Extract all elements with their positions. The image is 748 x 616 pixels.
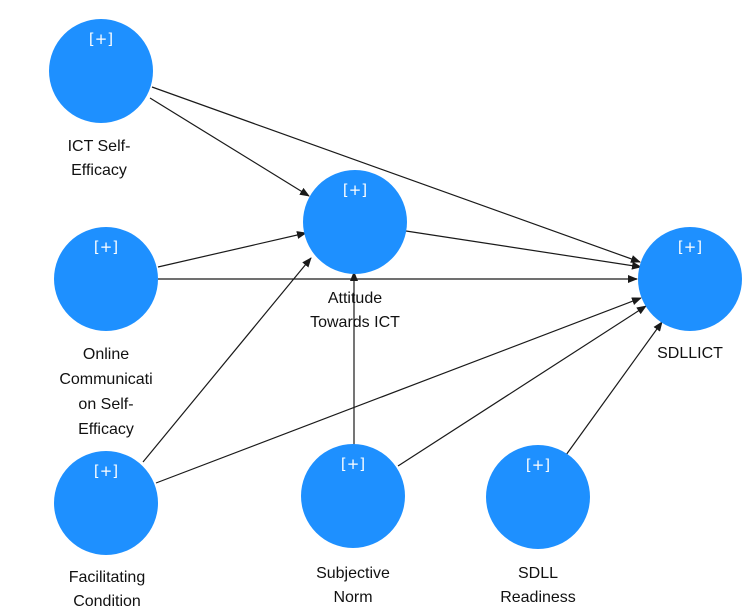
node-label: SDLL Readiness [500,565,576,606]
node-circle[interactable] [638,227,742,331]
node-label-line: Condition [73,593,141,610]
node-label-line: Subjective [316,565,390,582]
node-label-line: Norm [333,589,372,606]
node-circle[interactable] [49,19,153,123]
edge-attitude-towards-ict-to-sdllict [405,230,642,270]
expand-marker[interactable]: [+] [341,455,365,473]
node-label: ICT Self- Efficacy [68,138,131,179]
node-label-line: Efficacy [78,421,134,438]
node-label-line: Readiness [500,589,576,606]
node-label-line: SDLL [518,565,558,582]
node-label-line: Towards ICT [310,314,400,331]
edge-online-communication-self-efficacy-to-attitude-towards-ict [157,231,307,268]
expand-marker[interactable]: [+] [343,181,367,199]
node-ict-self-efficacy[interactable]: [+] ICT Self- Efficacy [49,19,153,179]
node-circle[interactable] [303,170,407,274]
expand-marker[interactable]: [+] [678,238,702,256]
node-label-line: Attitude [328,290,382,307]
node-label-line: SDLLICT [657,345,723,362]
node-label-line: Online [83,346,129,363]
node-label-line: Facilitating [69,569,145,586]
expand-marker[interactable]: [+] [94,238,118,256]
edge-facilitating-condition-to-sdllict [155,297,642,484]
expand-marker[interactable]: [+] [89,30,113,48]
node-label-line: Communicati [59,371,152,388]
edge-ict-self-efficacy-to-sdllict [151,86,641,263]
node-circle[interactable] [54,227,158,331]
node-circle[interactable] [54,451,158,555]
node-circle[interactable] [486,445,590,549]
node-sdllict[interactable]: [+] SDLLICT [638,227,742,362]
expand-marker[interactable]: [+] [526,456,550,474]
edge-sdll-readiness-to-sdllict [565,321,663,456]
node-label-line: on Self- [78,396,133,413]
node-label-line: Efficacy [71,162,127,179]
node-label-line: ICT Self- [68,138,131,155]
node-sdll-readiness[interactable]: [+] SDLL Readiness [486,445,590,606]
node-label: SDLLICT [657,345,723,362]
edges [142,86,663,484]
edge-facilitating-condition-to-attitude-towards-ict [142,257,312,463]
edge-subjective-norm-to-sdllict [397,305,647,467]
expand-marker[interactable]: [+] [94,462,118,480]
node-circle[interactable] [301,444,405,548]
edge-ict-self-efficacy-to-attitude-towards-ict [149,97,310,197]
